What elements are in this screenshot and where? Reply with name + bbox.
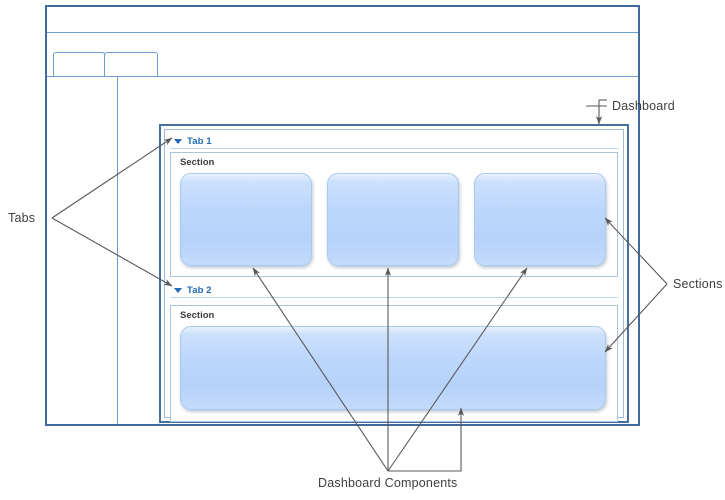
- triangle-down-icon: [174, 138, 182, 144]
- window-tab-strip: [53, 52, 158, 76]
- dashboard-tab-group-2: Tab 2 Section: [170, 283, 618, 422]
- dashboard-tab-1[interactable]: Tab 1: [170, 134, 618, 149]
- callout-label-dashboard: Dashboard: [612, 99, 675, 113]
- callout-label-components: Dashboard Components: [318, 476, 458, 490]
- application-window: Tab 1 Section: [45, 5, 640, 426]
- callout-label-sections: Sections: [673, 277, 723, 291]
- window-tab-2[interactable]: [104, 52, 158, 76]
- dashboard-component[interactable]: [474, 173, 606, 266]
- dashboard-component[interactable]: [180, 173, 312, 266]
- dashboard-tab-2-label: Tab 2: [187, 284, 212, 296]
- component-row-2: [177, 326, 611, 410]
- dashboard-section-2-title: Section: [180, 310, 215, 321]
- dashboard-section-2: Section: [170, 305, 618, 422]
- component-row-1: [177, 173, 611, 266]
- dashboard-section-1-title: Section: [180, 157, 215, 168]
- menu-strip-divider: [47, 76, 638, 77]
- dashboard-tab-group-1: Tab 1 Section: [170, 134, 618, 277]
- dashboard-component[interactable]: [180, 326, 606, 410]
- dashboard-section-1: Section: [170, 152, 618, 277]
- window-titlebar: [47, 7, 638, 33]
- sidebar-panel: [47, 77, 118, 424]
- dashboard-component[interactable]: [327, 173, 459, 266]
- dashboard: Tab 1 Section: [159, 124, 629, 423]
- dashboard-tab-2[interactable]: Tab 2: [170, 283, 618, 298]
- window-tab-1[interactable]: [53, 52, 105, 76]
- window-menu-strip: [47, 33, 638, 77]
- dashboard-inner-frame: Tab 1 Section: [164, 129, 624, 422]
- dashboard-tab-1-label: Tab 1: [187, 135, 212, 147]
- callout-label-tabs: Tabs: [8, 211, 36, 225]
- window-body: Tab 1 Section: [47, 77, 638, 424]
- triangle-down-icon: [174, 287, 182, 293]
